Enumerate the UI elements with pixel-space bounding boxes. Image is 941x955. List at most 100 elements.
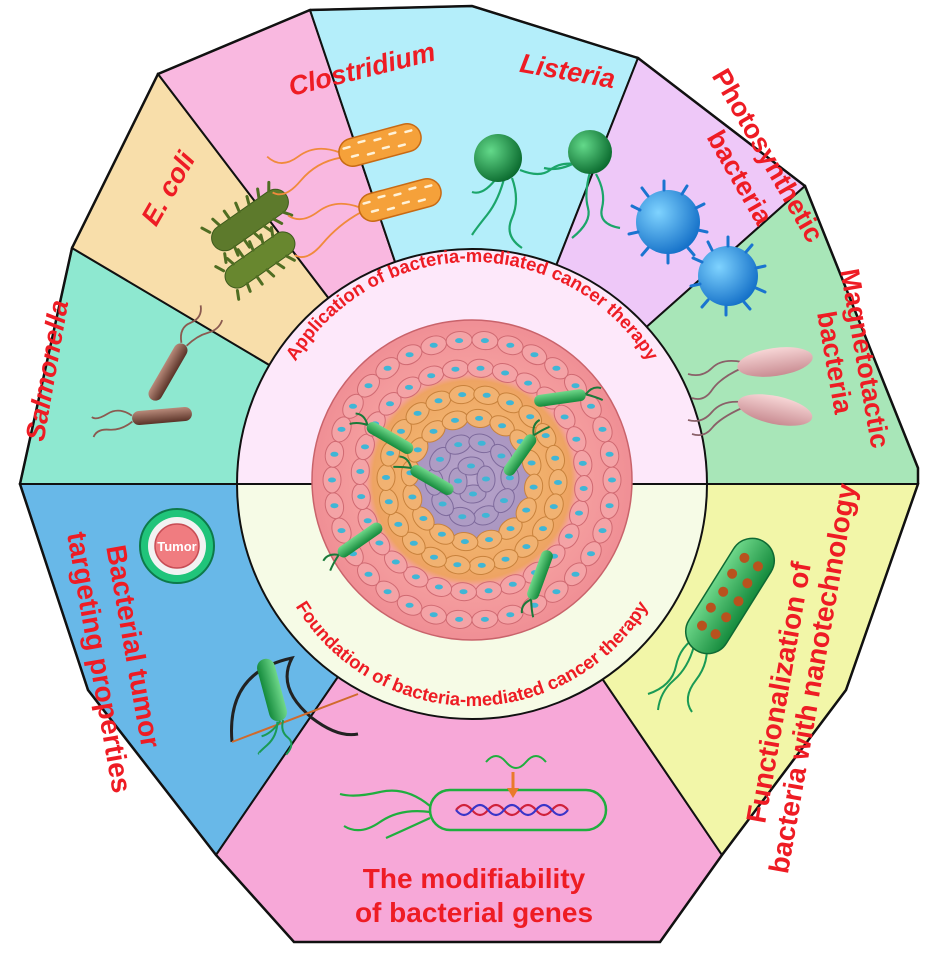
cell-nucleus [552,589,561,595]
cell-nucleus [397,428,405,434]
cell-nucleus [598,528,607,534]
cell-nucleus [434,584,443,590]
cell-nucleus [363,518,372,524]
cell-nucleus [508,581,517,587]
cell-nucleus [453,562,462,568]
cell-nucleus [480,616,489,622]
cell-nucleus [458,514,467,520]
cell-nucleus [330,503,339,509]
cell-nucleus [524,380,533,386]
cell-nucleus [501,556,510,562]
cell-nucleus [579,486,588,491]
tumor-bacteria [322,386,604,618]
salmonella-bacteria-icon [91,305,224,438]
photosynthetic-bacteria-icon [627,179,767,317]
cell-nucleus [484,588,493,594]
cell-nucleus [405,384,413,390]
cell-nucleus [455,616,464,622]
cell-nucleus [386,450,395,456]
nanotech-bacterium-icon [647,537,776,713]
cell-nucleus [429,428,438,434]
cell-nucleus [330,451,339,457]
cell-nucleus [437,531,446,537]
cell-nucleus [475,415,484,421]
cell-nucleus [361,444,369,450]
cell-nucleus [429,612,438,618]
cell-nucleus [554,480,562,485]
cell-nucleus [477,562,486,568]
label-gene-modifiability-line2: of bacterial genes [355,897,593,928]
listeria-bacteria-icon [471,130,621,249]
cell-nucleus [564,533,573,539]
cell-nucleus [522,507,531,513]
cell-nucleus [541,433,550,439]
cell-nucleus [386,401,394,407]
cell-nucleus [501,370,510,376]
cell-nucleus [469,491,477,497]
cell-nucleus [391,559,400,565]
outer-outline [18,4,920,944]
cell-nucleus [506,400,514,406]
cell-nucleus [394,521,403,527]
cell-nucleus [506,342,515,348]
cell-nucleus [587,403,595,409]
cell-nucleus [530,352,539,358]
cell-nucleus [482,476,490,482]
tumor-cell-mass [311,319,633,641]
cell-nucleus [571,383,580,389]
cell-nucleus [480,338,489,344]
cell-nucleus [477,440,486,446]
cell-nucleus [405,352,414,358]
cell-nucleus [349,403,357,409]
cell-nucleus [356,469,365,474]
cell-nucleus [383,365,392,371]
cell-nucleus [438,501,447,507]
cell-nucleus [605,451,614,457]
cell-nucleus [505,475,514,481]
cell-nucleus [364,571,373,577]
bow-and-bacterium-icon [230,655,359,756]
cell-nucleus [467,463,475,469]
cell-nucleus [498,423,507,429]
cell-nucleus [436,456,444,462]
cell-nucleus [337,528,346,534]
cell-nucleus [522,544,531,550]
cell-nucleus [527,460,536,466]
e-coli-bacteria-icon [200,180,296,301]
cell-nucleus [455,338,464,344]
cell-nucleus [485,537,493,543]
cell-nucleus [434,398,443,404]
cell-nucleus [427,373,436,379]
tumor-badge: Tumor [139,508,215,584]
cell-nucleus [429,342,438,348]
clostridium-bacteria-icon [266,123,442,258]
cell-nucleus [571,571,580,577]
cell-nucleus [451,417,459,423]
cell-nucleus [411,574,420,580]
cell-nucleus [357,494,366,500]
cell-nucleus [575,510,583,516]
cell-nucleus [608,477,616,483]
cell-nucleus [481,512,490,518]
cell-nucleus [383,589,392,595]
cell-nucleus [476,365,485,371]
cell-nucleus [328,477,336,483]
cell-nucleus [419,516,428,521]
cell-nucleus [549,504,558,510]
cell-nucleus [454,442,463,448]
cell-nucleus [459,589,468,595]
cell-nucleus [572,436,581,442]
cell-nucleus [578,460,587,466]
cell-nucleus [539,526,547,532]
cell-nucleus [482,392,491,398]
magnetotactic-bacteria-icon [687,347,813,437]
cell-nucleus [375,540,384,546]
cell-nucleus [560,414,569,420]
gene-modification-icon [339,755,608,840]
cell-nucleus [551,455,560,461]
cell-nucleus [552,365,561,371]
cell-nucleus [382,475,390,480]
cell-nucleus [409,540,418,546]
